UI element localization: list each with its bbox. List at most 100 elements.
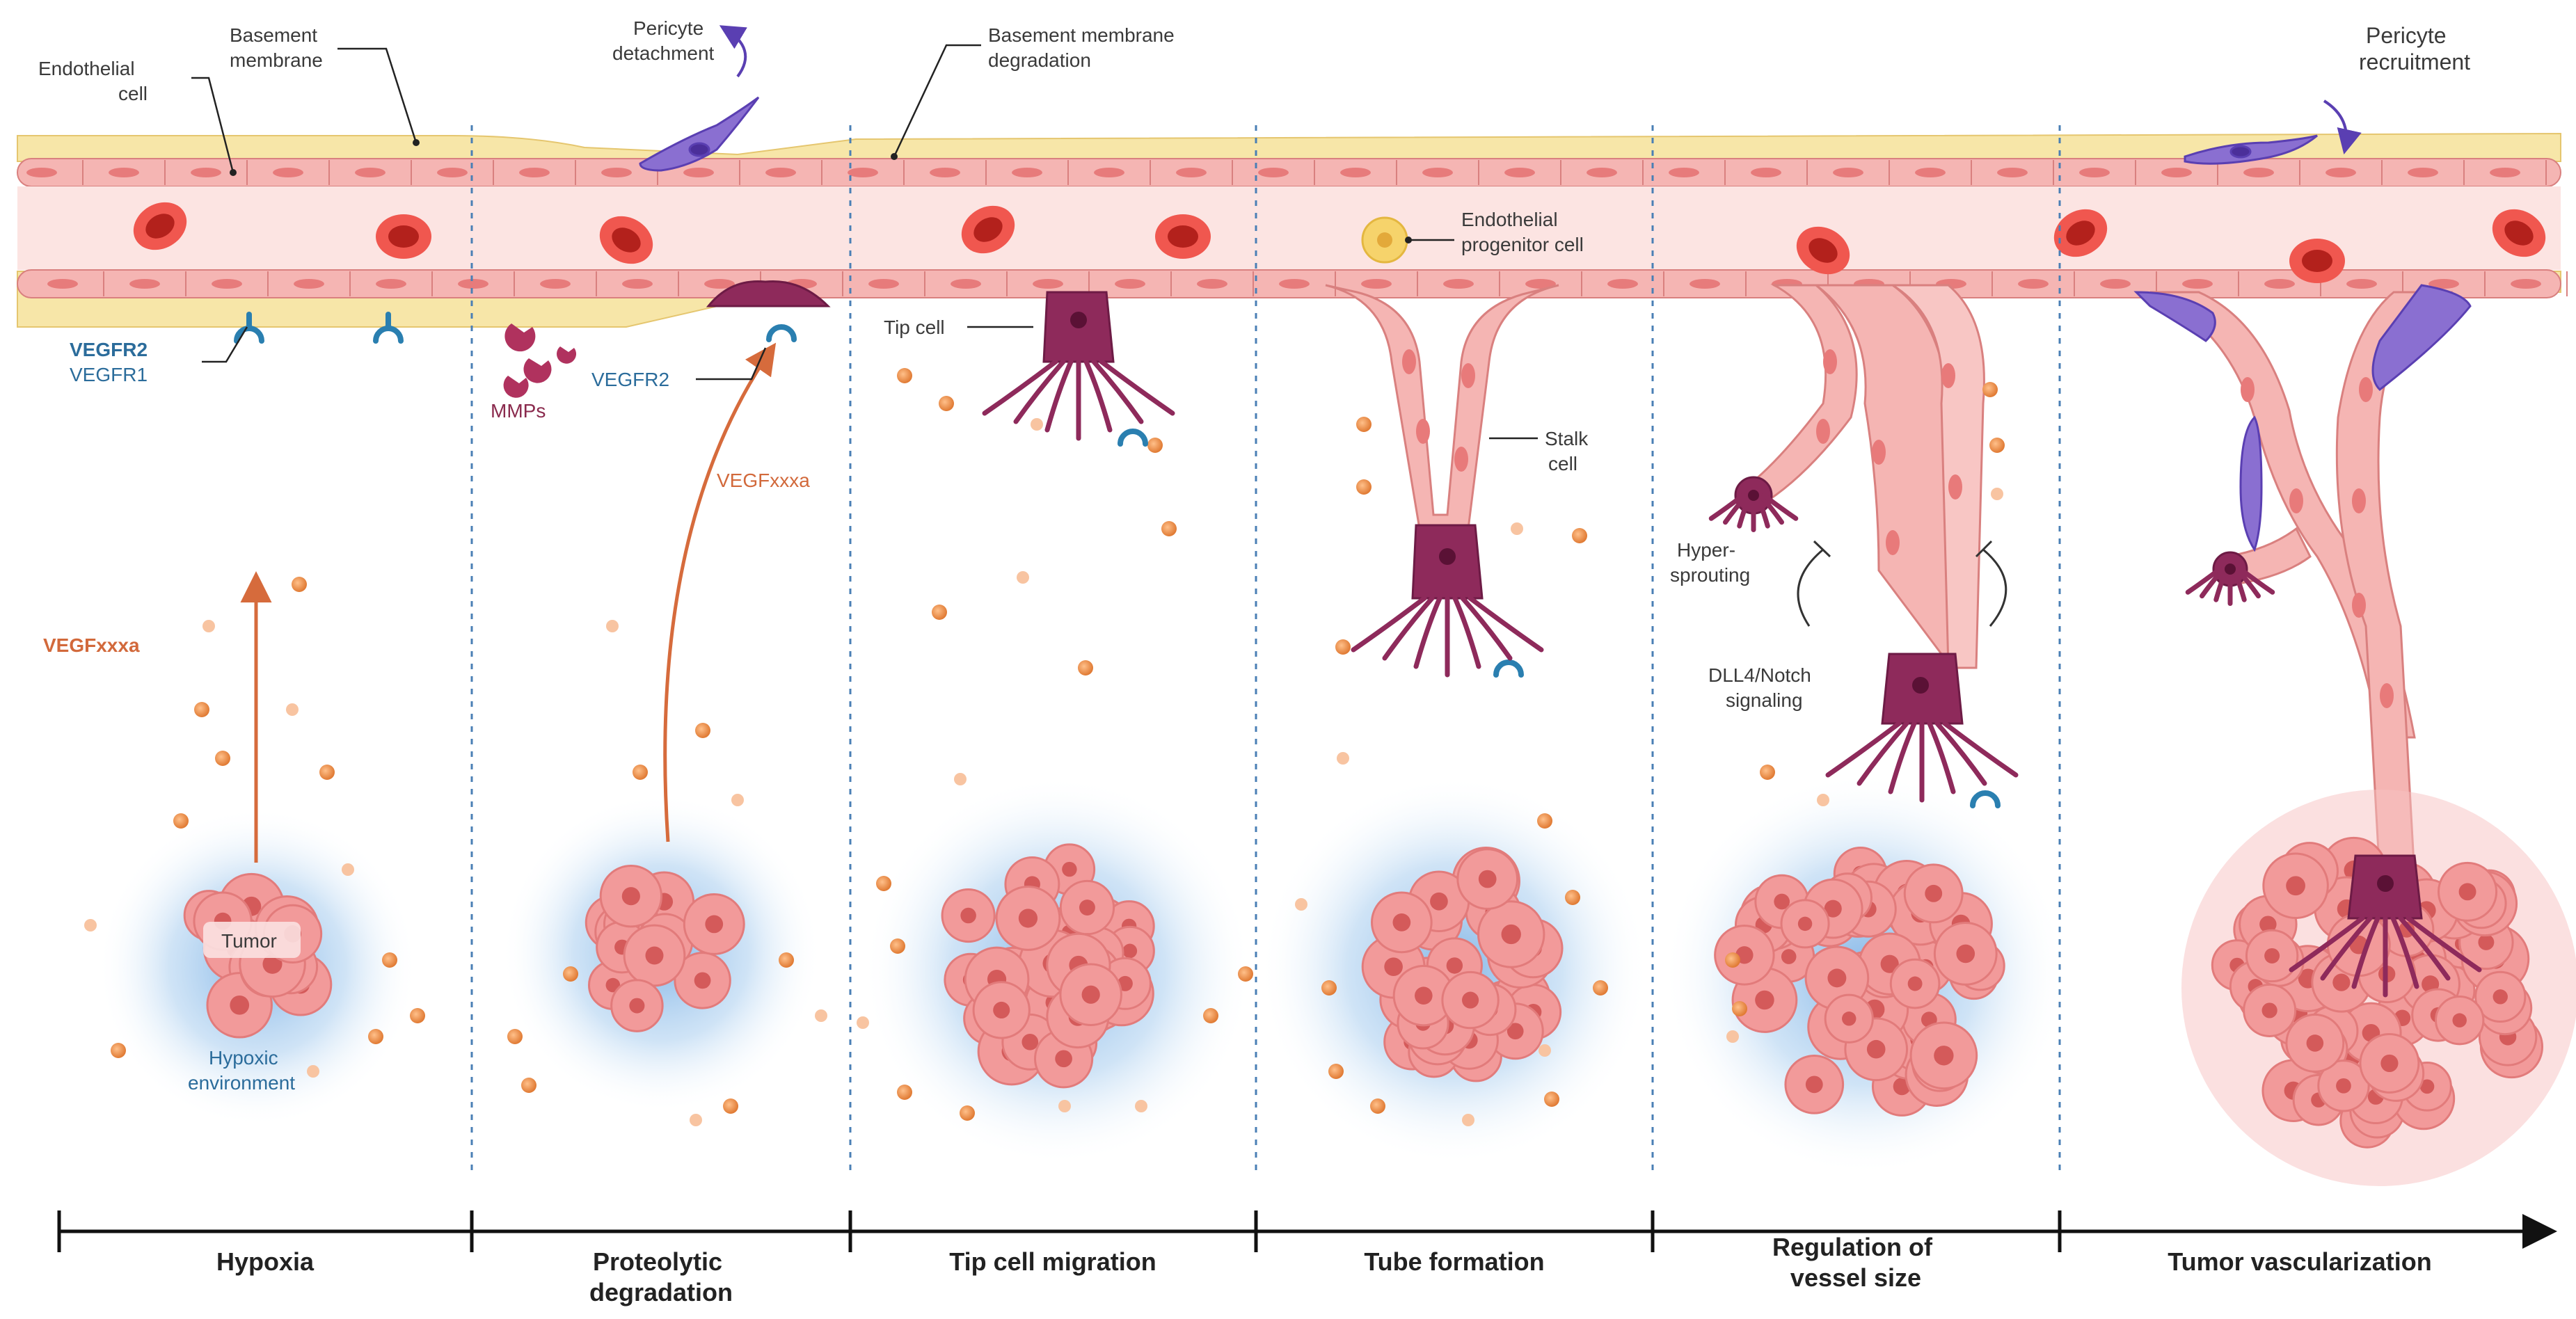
mmps-shapes: [503, 323, 577, 398]
filopodium: [1083, 359, 1113, 433]
vegf-particle: [111, 1043, 126, 1058]
endothelial-nucleus: [273, 168, 303, 177]
vegf-arrow-proteolytic: [663, 342, 777, 842]
vegf-particle: [1337, 752, 1349, 765]
filopodium: [1857, 721, 1909, 786]
endothelial-nucleus: [1094, 168, 1124, 177]
filopodium: [1708, 493, 1746, 521]
endothelial-nucleus: [1033, 279, 1063, 289]
vegf-particle: [1511, 522, 1523, 535]
label-vegfr2: VEGFR2: [591, 369, 669, 390]
label-pericyte-detachment: Pericyte detachment: [612, 17, 715, 64]
vegf-particle: [382, 952, 397, 968]
endothelial-nucleus: [1669, 168, 1699, 177]
vegf-particle: [1356, 479, 1372, 495]
label-pericyte-recruitment: Pericyte recruitment: [2359, 23, 2470, 74]
label-hypersprouting: Hyper- sprouting: [1670, 539, 1750, 586]
red-blood-cells: [133, 202, 2546, 283]
timeline: Hypoxia Proteolytic degradation Tip cell…: [57, 1210, 2557, 1306]
filopodium: [2351, 916, 2380, 989]
endothelial-nucleus: [376, 279, 406, 289]
label-epc: Endothelial progenitor cell: [1461, 209, 1584, 255]
endothelial-nucleus: [704, 279, 735, 289]
filopodium: [2289, 916, 2365, 973]
endothelial-nucleus: [1443, 279, 1474, 289]
endothelial-nucleus: [1915, 168, 1946, 177]
vegf-particle: [1058, 1100, 1071, 1112]
label-tip-cell: Tip cell: [884, 317, 945, 338]
endothelial-nucleus: [848, 168, 878, 177]
endothelial-nucleus: [519, 168, 550, 177]
vegf-particle: [410, 1008, 425, 1023]
vessel-lumen: [17, 186, 2561, 270]
endothelial-nucleus: [2243, 168, 2274, 177]
endothelial-nucleus: [1689, 279, 1720, 289]
endothelial-nucleus: [2408, 168, 2438, 177]
vegf-particle: [897, 368, 912, 383]
tumor-mass: [2181, 790, 2576, 1186]
vegf-particle: [890, 938, 905, 954]
vegf-particle: [1147, 438, 1163, 453]
vegf-particle: [1356, 417, 1372, 432]
red-blood-cell: [2053, 209, 2108, 257]
tumor-mass: [941, 843, 1155, 1089]
stage-tip-cell-migration: Tip cell migration: [949, 1247, 1156, 1276]
vegf-particle: [695, 723, 710, 738]
endothelial-nucleus: [1279, 279, 1310, 289]
vegf-particle: [215, 751, 230, 766]
vegf-particle: [173, 813, 189, 829]
vegf-particle: [521, 1078, 536, 1093]
endothelial-nucleus: [2325, 168, 2356, 177]
stage-tumor-vascularization: Tumor vascularization: [2168, 1247, 2431, 1276]
filopodium: [1351, 595, 1427, 653]
tip-cell-nuclei: [1070, 312, 2394, 892]
vegf-particle: [1238, 966, 1253, 982]
vegf-particle: [731, 794, 744, 806]
vegf-particle: [1982, 382, 1998, 397]
endothelial-nucleus: [129, 279, 160, 289]
filopodium: [982, 359, 1058, 416]
dll4-notch-inhibition: [1797, 540, 2007, 627]
endothelial-nucleus: [2511, 279, 2541, 289]
filopodium: [1091, 359, 1144, 424]
filopodium: [1942, 721, 2019, 778]
vegf-particle: [507, 1029, 523, 1044]
vegf-particle: [1593, 980, 1608, 996]
endothelial-nucleus: [2346, 279, 2377, 289]
endothelial-nucleus: [765, 168, 796, 177]
endothelial-nucleus: [109, 168, 139, 177]
vegf-particle: [1295, 898, 1307, 911]
endothelial-nucleus: [458, 279, 488, 289]
filopodium: [1044, 359, 1074, 433]
endothelial-nucleus: [2161, 168, 2192, 177]
endothelial-nucleus: [2079, 168, 2110, 177]
tumor-mass: [585, 865, 745, 1032]
label-basement-membrane: Basement membrane: [230, 24, 323, 71]
label-stalk-cell: Stalk cell: [1545, 428, 1593, 474]
vegf-particle: [292, 577, 307, 592]
filopodium: [1723, 493, 1749, 525]
basement-membrane-top: [17, 132, 2561, 162]
red-blood-cell: [599, 216, 653, 264]
endothelial-nucleus: [1587, 168, 1617, 177]
endothelial-nucleus: [1607, 279, 1638, 289]
endothelial-nucleus: [191, 168, 221, 177]
vegf-receptors: [234, 312, 2001, 808]
filopodium: [1468, 595, 1544, 653]
vegf-particle: [1760, 765, 1775, 780]
vegf-particle: [1565, 890, 1580, 905]
diagram-labels: Endothelial cell Basement membrane Peric…: [38, 17, 2470, 1094]
stage-hypoxia: Hypoxia: [216, 1247, 315, 1276]
red-blood-cell: [1796, 226, 1850, 275]
sprout-regulation-left: [1744, 284, 1858, 502]
endothelial-nucleus: [930, 168, 960, 177]
sprout-tube-formation: [1325, 284, 1559, 530]
vegf-particle: [1817, 794, 1829, 806]
endothelial-nucleus: [1012, 168, 1042, 177]
filopodium: [1758, 493, 1784, 525]
vegf-particle: [779, 952, 794, 968]
vegf-particle: [307, 1065, 319, 1078]
filopodium: [2234, 566, 2261, 599]
endothelial-nucleus: [1997, 168, 2028, 177]
